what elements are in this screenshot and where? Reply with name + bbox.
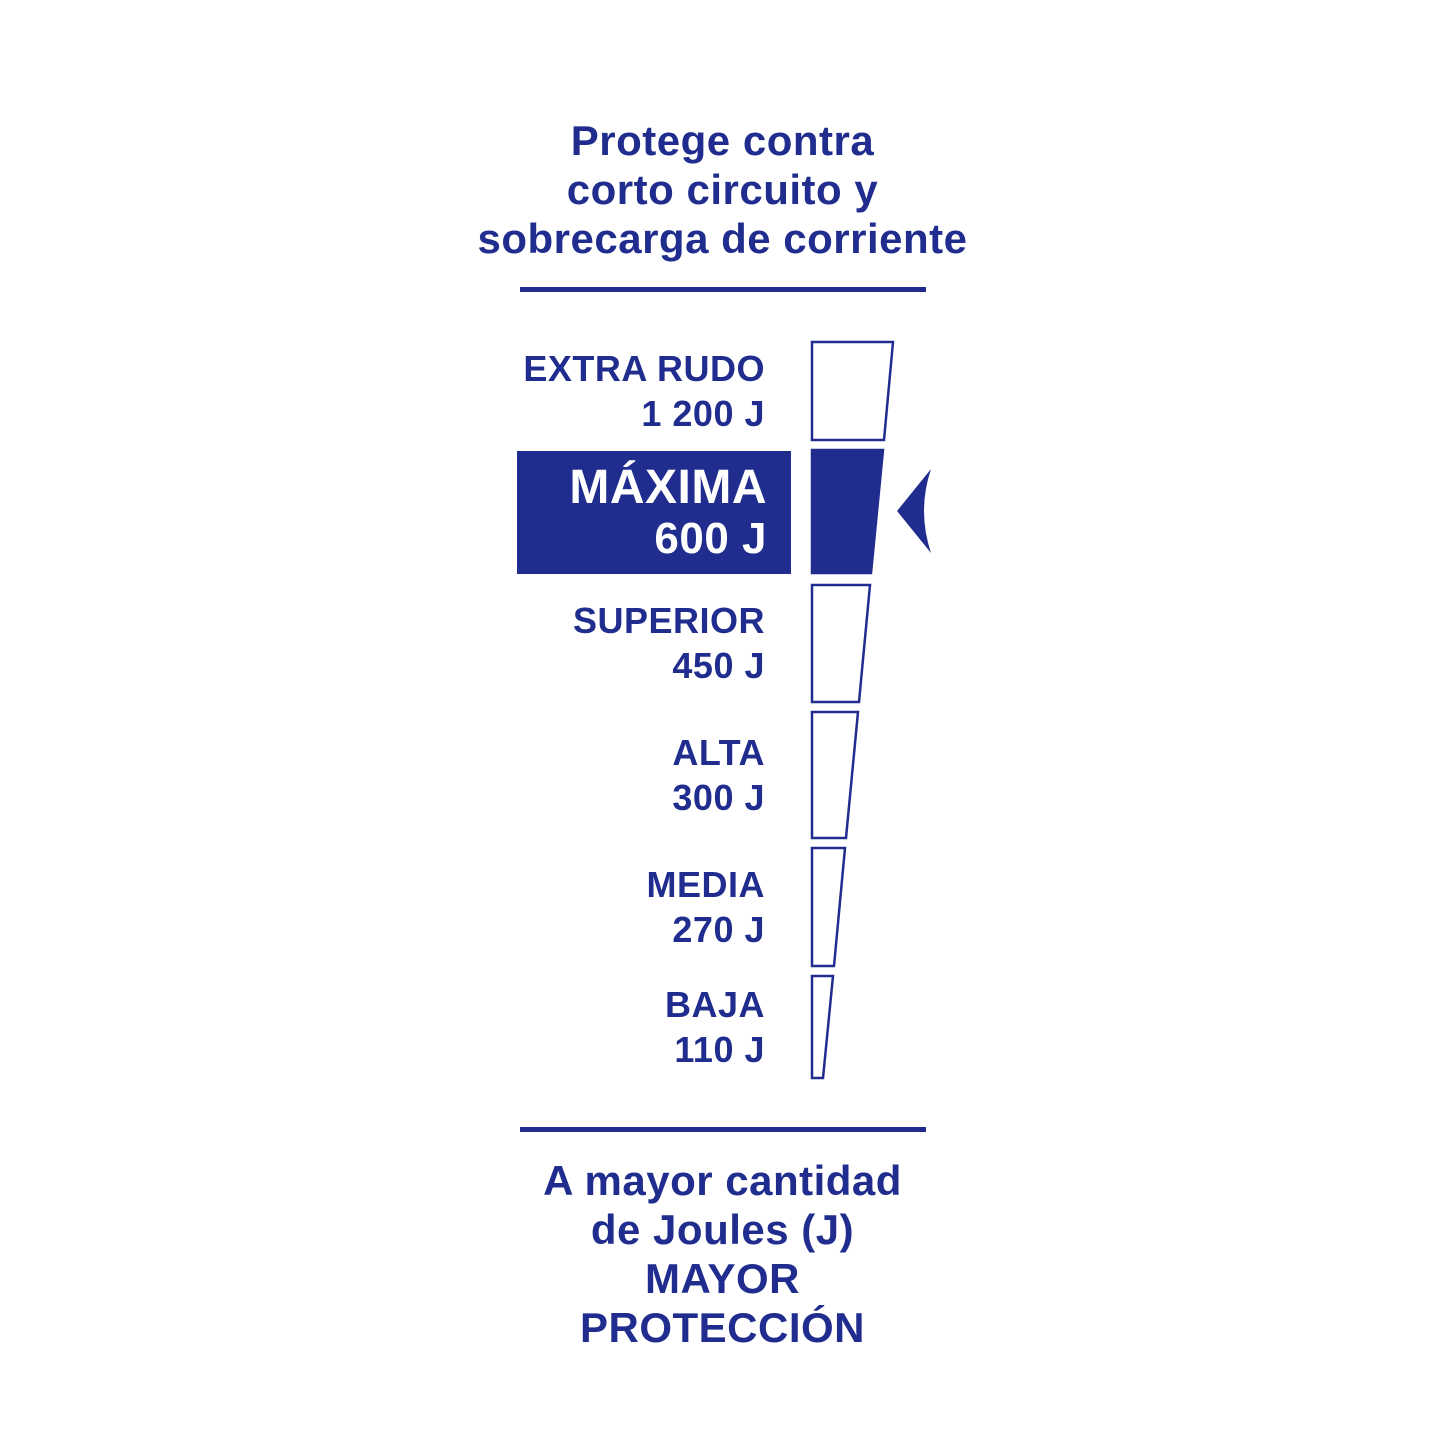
top-divider-line — [520, 287, 926, 292]
footer-caption: A mayor cantidad de Joules (J) MAYOR PRO… — [543, 1157, 902, 1351]
selection-arrow-icon — [897, 469, 931, 553]
page-title: Protege contra corto circuito y sobrecar… — [477, 117, 968, 262]
funnel-segment-maxima-selected — [810, 448, 885, 575]
funnel-segment-alta — [810, 710, 860, 840]
funnel-segment-baja — [810, 974, 835, 1080]
level-name-maxima: MÁXIMA — [569, 460, 767, 514]
bottom-divider-line — [520, 1127, 926, 1132]
funnel-segment-media — [810, 846, 847, 968]
level-label-baja: BAJA 110 J — [345, 982, 765, 1072]
level-value-superior: 450 J — [672, 645, 765, 686]
level-label-superior: SUPERIOR 450 J — [345, 598, 765, 688]
level-name-extra-rudo: EXTRA RUDO — [523, 348, 765, 389]
level-label-maxima-highlighted: MÁXIMA 600 J — [517, 451, 791, 574]
level-label-extra-rudo: EXTRA RUDO 1 200 J — [345, 346, 765, 436]
level-name-media: MEDIA — [646, 864, 765, 905]
level-label-media: MEDIA 270 J — [345, 862, 765, 952]
level-name-alta: ALTA — [672, 732, 765, 773]
level-value-extra-rudo: 1 200 J — [641, 393, 765, 434]
level-value-media: 270 J — [672, 909, 765, 950]
level-value-maxima: 600 J — [654, 513, 767, 563]
level-label-alta: ALTA 300 J — [345, 730, 765, 820]
level-name-baja: BAJA — [664, 984, 765, 1025]
level-name-superior: SUPERIOR — [572, 600, 765, 641]
funnel-segment-extra-rudo — [810, 340, 895, 442]
funnel-segment-superior — [810, 583, 872, 704]
level-value-baja: 110 J — [674, 1029, 765, 1070]
level-value-alta: 300 J — [672, 777, 765, 818]
